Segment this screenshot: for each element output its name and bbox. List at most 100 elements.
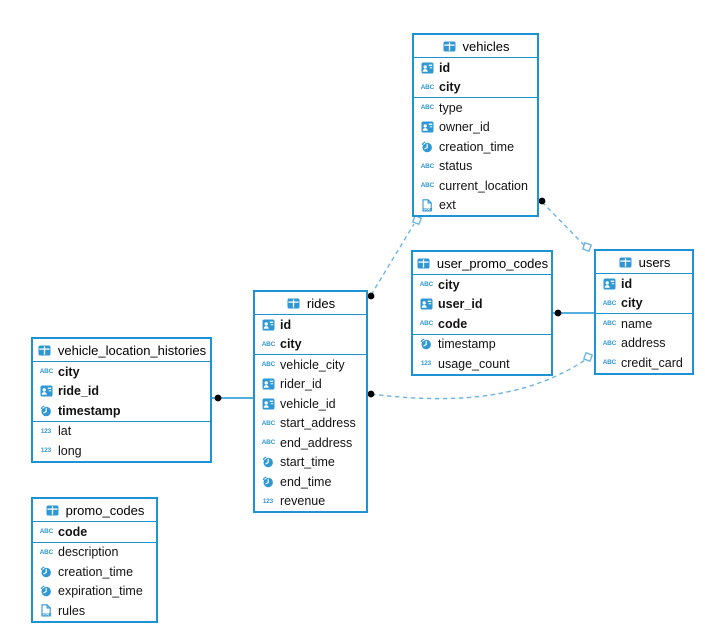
column-row-timestamp[interactable]: timestamp	[33, 401, 210, 421]
column-row-start_address[interactable]: ABC start_address	[255, 414, 366, 434]
column-row-end_time[interactable]: end_time	[255, 472, 366, 492]
table-header[interactable]: users	[596, 251, 692, 274]
column-row-rules[interactable]: JSON rules	[33, 601, 156, 621]
table-header[interactable]: vehicles	[414, 35, 537, 58]
column-row-owner_id[interactable]: owner_id	[414, 118, 537, 138]
column-row-creation_time[interactable]: creation_time	[33, 562, 156, 582]
column-name: id	[439, 60, 451, 75]
number-123-icon-glyph: 123	[40, 427, 52, 435]
abc-text-icon: ABC	[418, 318, 434, 329]
column-name: city	[439, 80, 461, 95]
column-row-timestamp[interactable]: timestamp	[413, 335, 551, 355]
column-name: address	[621, 336, 666, 351]
id-card-icon	[419, 121, 435, 133]
column-row-code[interactable]: ABC code	[413, 314, 551, 334]
abc-text-icon: ABC	[601, 357, 617, 368]
column-row-rider_id[interactable]: rider_id	[255, 375, 366, 395]
abc-text-icon: ABC	[260, 339, 276, 350]
column-name: description	[58, 545, 119, 560]
table-header[interactable]: rides	[255, 292, 366, 315]
column-name: end_address	[280, 435, 353, 450]
table-header[interactable]: user_promo_codes	[413, 252, 551, 275]
cardinality-dot	[367, 292, 375, 300]
id-card-icon	[260, 398, 276, 410]
column-row-ride_id[interactable]: ride_id	[33, 382, 210, 402]
abc-text-icon-glyph: ABC	[261, 419, 275, 427]
column-row-start_time[interactable]: start_time	[255, 453, 366, 473]
column-name: revenue	[280, 494, 326, 509]
abc-text-icon: ABC	[601, 338, 617, 349]
relation-vehicles-to-users[interactable]	[541, 201, 585, 246]
relation-rides-to-vehicles[interactable]	[370, 223, 415, 296]
column-row-id[interactable]: id	[414, 58, 537, 78]
svg-text:JSON: JSON	[42, 613, 52, 617]
column-name: start_address	[280, 416, 356, 431]
number-123-icon: 123	[260, 496, 276, 507]
table-header[interactable]: promo_codes	[33, 499, 156, 522]
relation-rides-to-users[interactable]	[370, 359, 586, 400]
column-row-address[interactable]: ABC address	[596, 334, 692, 354]
column-name: rules	[58, 603, 86, 618]
id-card-icon	[260, 378, 276, 390]
table-title: vehicles	[462, 38, 510, 54]
clock-icon	[38, 405, 54, 417]
column-name: timestamp	[58, 403, 121, 418]
clock-icon	[38, 585, 54, 597]
column-row-revenue[interactable]: 123 revenue	[255, 492, 366, 512]
column-name: city	[438, 277, 460, 292]
column-row-id[interactable]: id	[255, 315, 366, 335]
column-row-vehicle_id[interactable]: vehicle_id	[255, 394, 366, 414]
column-name: current_location	[439, 178, 528, 193]
abc-text-icon-glyph: ABC	[602, 339, 616, 347]
table-title: user_promo_codes	[436, 255, 549, 271]
column-row-user_id[interactable]: user_id	[413, 295, 551, 315]
number-123-icon: 123	[38, 426, 54, 437]
column-name: expiration_time	[58, 584, 143, 599]
column-row-creation_time[interactable]: creation_time	[414, 137, 537, 157]
reference-diamond	[581, 241, 593, 253]
abc-text-icon: ABC	[38, 547, 54, 558]
json-document-icon: JSON	[419, 199, 435, 212]
column-name: vehicle_id	[280, 396, 336, 411]
json-document-icon: JSON	[38, 604, 54, 617]
abc-text-icon-glyph: ABC	[420, 104, 434, 112]
number-123-icon: 123	[38, 445, 54, 456]
table-icon	[442, 41, 458, 52]
columns-section: ABC description creation_time expiration_ti…	[33, 541, 156, 621]
column-row-expiration_time[interactable]: expiration_time	[33, 582, 156, 602]
column-row-id[interactable]: id	[596, 274, 692, 294]
table-header[interactable]: vehicle_location_histories	[33, 339, 210, 362]
column-name: user_id	[438, 297, 483, 312]
column-name: code	[438, 316, 468, 331]
column-row-description[interactable]: ABC description	[33, 543, 156, 563]
